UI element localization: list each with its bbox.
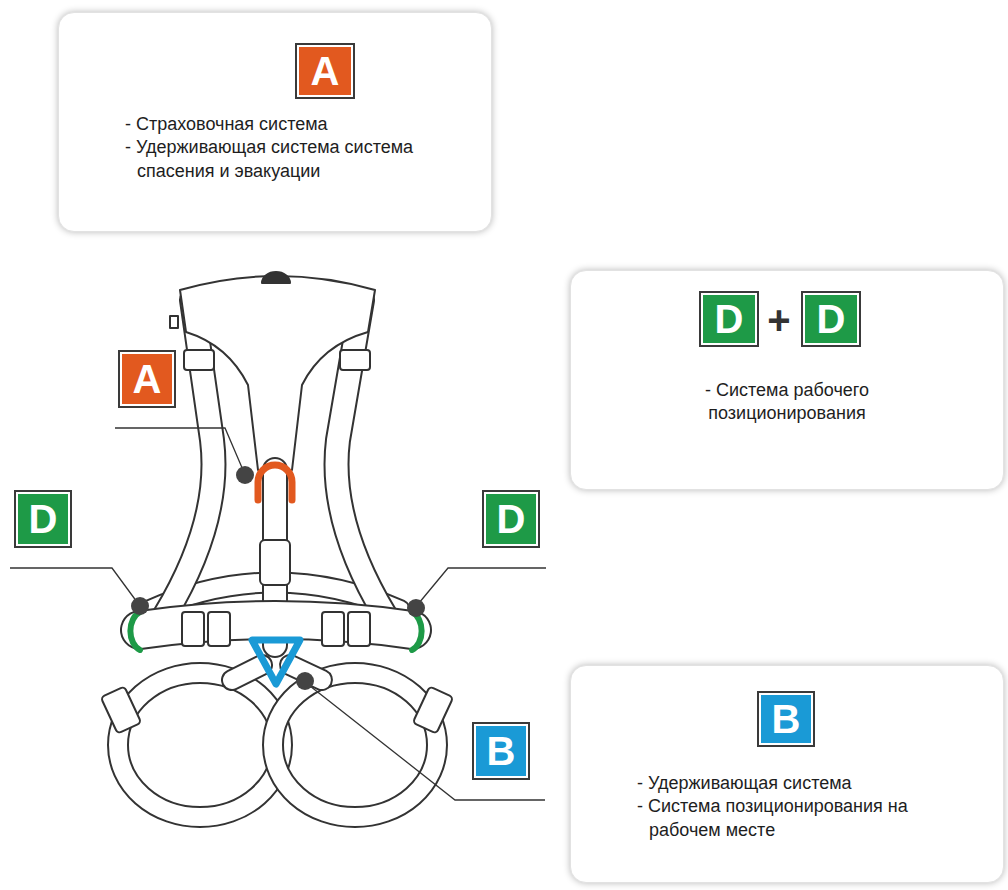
description-text: - Система позиционирования на рабочем ме… — [637, 795, 937, 842]
letter-badge: B — [472, 722, 530, 780]
text-column: - Страховочная система- Удерживающая сис… — [125, 113, 425, 183]
letter-badge: D — [801, 291, 861, 347]
waist-belt — [140, 620, 412, 630]
text-area: - Страховочная система- Удерживающая сис… — [59, 113, 491, 183]
harness-drawing — [101, 272, 453, 817]
ventral-ring — [252, 640, 300, 684]
badge-letter: D — [29, 499, 58, 539]
text-area: - Удерживающая система- Система позицион… — [571, 772, 1003, 842]
anchor-dots — [131, 466, 425, 690]
dorsal-ring — [258, 465, 292, 500]
letter-badge: B — [757, 691, 815, 747]
leg-loops — [101, 673, 453, 817]
description-text: - Страховочная система — [125, 113, 425, 136]
leader-lines — [10, 428, 546, 800]
letter-badge: D — [14, 490, 72, 548]
letter-badge: A — [295, 43, 355, 99]
callout-box: - Страховочная система- Удерживающая сис… — [58, 12, 492, 232]
badge-letter: A — [133, 359, 162, 399]
plus-sign: + — [762, 300, 796, 340]
letter-badge: D — [482, 490, 540, 548]
side-ring — [412, 612, 422, 650]
description-text: - Удерживающая система система спасения … — [125, 136, 425, 183]
text-area: - Система рабочего позиционирования — [571, 379, 1003, 426]
badge-letter: D — [817, 299, 846, 339]
description-text: - Удерживающая система — [637, 772, 937, 795]
text-column: - Удерживающая система- Система позицион… — [637, 772, 937, 842]
badge-letter: B — [772, 699, 801, 739]
callout-box: - Удерживающая система- Система позицион… — [570, 665, 1004, 883]
side-ring — [130, 612, 140, 650]
letter-badge: A — [118, 350, 176, 408]
text-column: - Система рабочего позиционирования — [667, 379, 907, 426]
description-text: - Система рабочего позиционирования — [667, 379, 907, 426]
badge-letter: B — [487, 731, 516, 771]
badge-letter: D — [497, 499, 526, 539]
back-pad — [180, 276, 375, 470]
badge-letter: A — [311, 51, 340, 91]
letter-badge: D — [699, 291, 759, 347]
badge-letter: D — [715, 299, 744, 339]
